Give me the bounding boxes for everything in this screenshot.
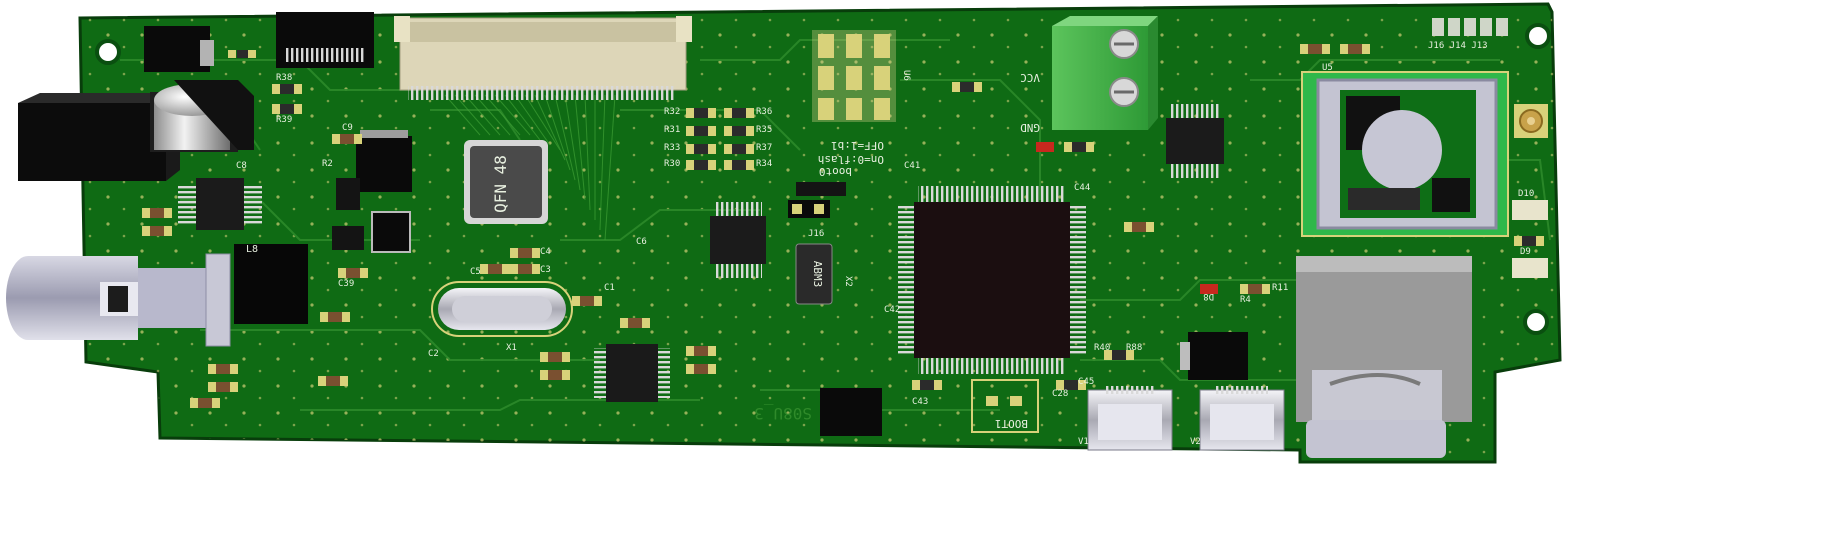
silk-r11: R11 (1272, 283, 1288, 293)
silk-c1: C1 (604, 283, 615, 293)
silk-c5: C5 (470, 267, 481, 277)
silk-j16: J16 (808, 229, 824, 239)
silk-r36: R36 (756, 107, 772, 117)
silk-u6: U6 (901, 70, 911, 81)
sd-card-slot (1296, 256, 1472, 458)
micro-usb-1 (1087, 386, 1173, 451)
silk-c42: C42 (884, 305, 900, 315)
qfn48-chip: QFN 48 (464, 140, 548, 224)
mounting-hole (1525, 23, 1551, 49)
silk-off: OFF=1:b1 (831, 139, 884, 152)
silk-r2: R2 (322, 159, 333, 169)
crystal-x1 (431, 281, 573, 337)
inductor-l8 (234, 244, 308, 324)
sot-part-3 (332, 226, 364, 250)
silk-x1: X1 (506, 343, 517, 353)
silk-c8: C8 (236, 161, 247, 171)
silk-c9: C9 (342, 123, 353, 133)
qfp100-mcu (898, 186, 1086, 374)
silk-on: On=0:flash (818, 153, 884, 166)
soic8-left (178, 178, 262, 230)
silk-d8: D8 (1203, 291, 1214, 301)
diode-d10 (1512, 200, 1548, 220)
silk-boot0: boot0 (819, 165, 852, 178)
silk-c41: C41 (904, 161, 920, 171)
abm3-crystal: ABM3 (795, 243, 833, 305)
mounting-hole (95, 39, 121, 65)
abm3-label: ABM3 (811, 261, 824, 288)
silk-r4: R4 (1240, 295, 1251, 305)
ufl-connector (1514, 104, 1548, 138)
led-red-1 (1036, 142, 1054, 152)
silk-vcc: VCC (1020, 71, 1040, 84)
silk-c6: C6 (636, 237, 647, 247)
silk-r31: R31 (664, 125, 680, 135)
silk-r30: R30 (664, 159, 680, 169)
silk-v2: V2 (1190, 437, 1201, 447)
passive-components (142, 44, 1544, 408)
silk-d10: D10 (1518, 189, 1534, 199)
silk-r38: R38 (276, 73, 292, 83)
silk-r40: R40 (1094, 343, 1110, 353)
silk-r34: R34 (756, 159, 772, 169)
boot0-header (788, 182, 846, 218)
audio-jack (6, 253, 231, 347)
silk-c4: C4 (540, 247, 551, 257)
soic8-middle (710, 202, 766, 278)
sot-regulator (336, 178, 360, 210)
silk-top-ids: J16 J14 J13 (1428, 41, 1488, 51)
silk-boot1: BOOT1 (995, 417, 1028, 430)
silk-x2: X2 (843, 276, 853, 287)
jumper-block (812, 30, 896, 122)
silk-v1: V1 (1078, 437, 1089, 447)
ssop-ic (594, 344, 670, 402)
silk-r39: R39 (276, 115, 292, 125)
micro-usb-2 (1199, 386, 1285, 451)
power-mosfet (356, 136, 412, 192)
silk-c45: C45 (1078, 377, 1094, 387)
silk-c2: C2 (428, 349, 439, 359)
silk-c28: C28 (1052, 389, 1068, 399)
diode-d9 (1512, 258, 1548, 278)
diode-bottom (820, 388, 882, 436)
terminal-block (1052, 16, 1158, 130)
silk-r35: R35 (756, 125, 772, 135)
silk-u5: U5 (1322, 63, 1333, 73)
electrolytic-capacitor (150, 80, 254, 152)
silk-c44: C44 (1074, 183, 1090, 193)
silk-c43: C43 (912, 397, 928, 407)
silk-r37: R37 (756, 143, 772, 153)
silk-r33: R33 (664, 143, 680, 153)
diode-right (1188, 332, 1248, 380)
led-red-2 (1200, 284, 1218, 294)
soic8-right (1166, 104, 1224, 178)
silk-d9: D9 (1520, 247, 1531, 257)
silk-r32: R32 (664, 107, 680, 117)
sot-part-2 (371, 211, 411, 253)
silk-gnd: GND (1020, 121, 1040, 134)
silk-l8: L8 (246, 244, 258, 255)
boot1-silk-box (971, 379, 1039, 433)
silk-c39: C39 (338, 279, 354, 289)
rf-module (1301, 71, 1509, 237)
pad-row-top-right (1432, 18, 1508, 36)
silk-c3: C3 (540, 265, 551, 275)
qfn48-label: QFN 48 (491, 155, 510, 213)
fpc-connector (394, 16, 692, 100)
silk-r88: R88 (1126, 343, 1142, 353)
mounting-hole (1523, 309, 1549, 335)
diode-top (144, 26, 210, 72)
silkscreen-labels: R38 R39 C9 C8 R2 C1 C2 C3 C4 C5 C6 C39 C… (236, 41, 1488, 447)
silk-version: S08U_3 (754, 404, 812, 423)
